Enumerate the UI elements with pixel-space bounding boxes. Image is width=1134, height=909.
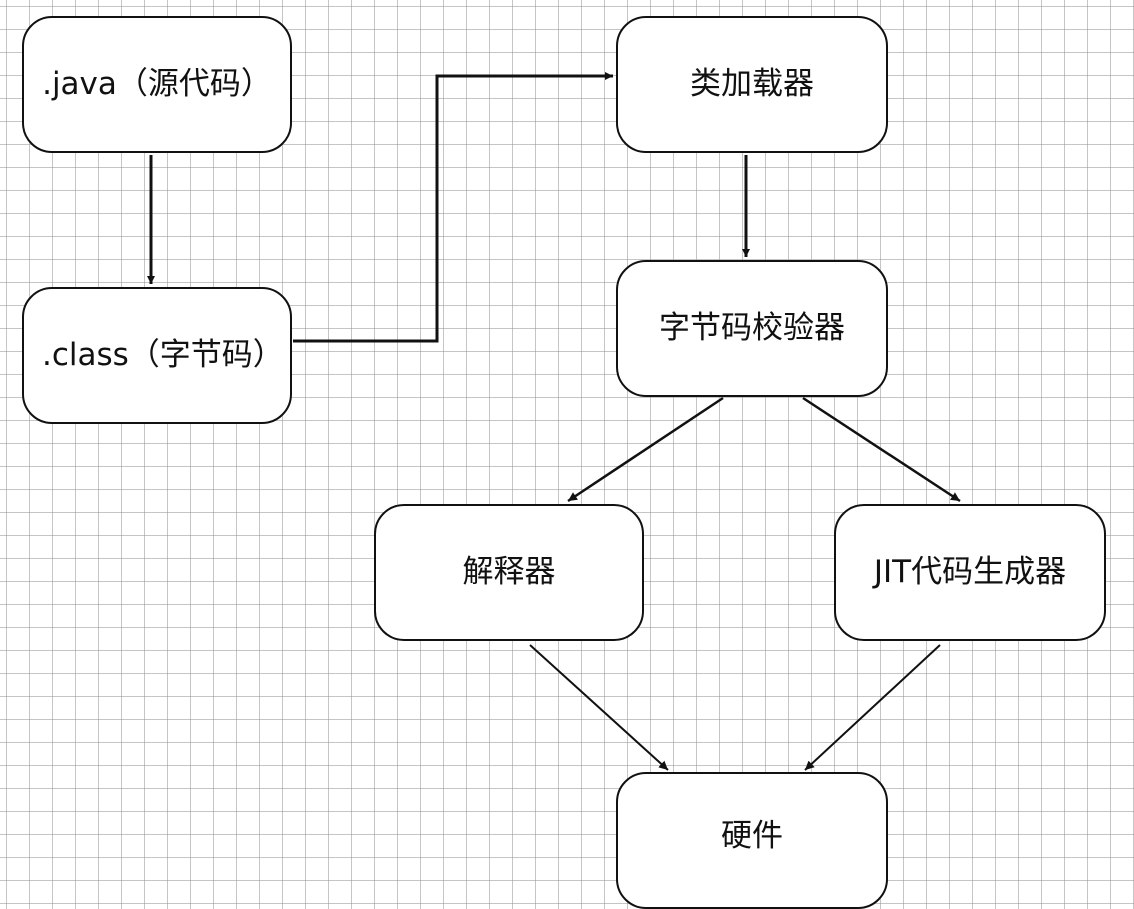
- node-class-loader-label: 类加载器: [690, 66, 814, 103]
- edge-interpreter-to-hardware: [529, 644, 669, 771]
- diagram-edges: [147, 72, 961, 771]
- node-bytecode-verifier-label: 字节码校验器: [659, 310, 845, 347]
- edge-class-to-loader: [293, 72, 613, 343]
- node-hardware-label: 硬件: [721, 818, 783, 854]
- node-interpreter: 解释器: [374, 504, 644, 641]
- edge-verifier-to-jit: [802, 396, 961, 503]
- node-java-source: .java（源代码）: [22, 16, 292, 153]
- node-jit-generator: JIT代码生成器: [834, 504, 1106, 641]
- edge-jit-to-hardware: [804, 644, 941, 771]
- node-hardware: 硬件: [616, 772, 888, 909]
- node-bytecode-verifier: 字节码校验器: [616, 260, 888, 397]
- node-class-bytecode-label: .class（字节码）: [42, 337, 284, 374]
- node-class-bytecode: .class（字节码）: [22, 287, 292, 424]
- node-class-loader: 类加载器: [616, 16, 888, 153]
- node-interpreter-label: 解释器: [462, 554, 556, 591]
- node-jit-generator-label: JIT代码生成器: [873, 554, 1067, 591]
- node-java-source-label: .java（源代码）: [42, 66, 272, 103]
- edge-verifier-to-interpreter: [567, 396, 724, 503]
